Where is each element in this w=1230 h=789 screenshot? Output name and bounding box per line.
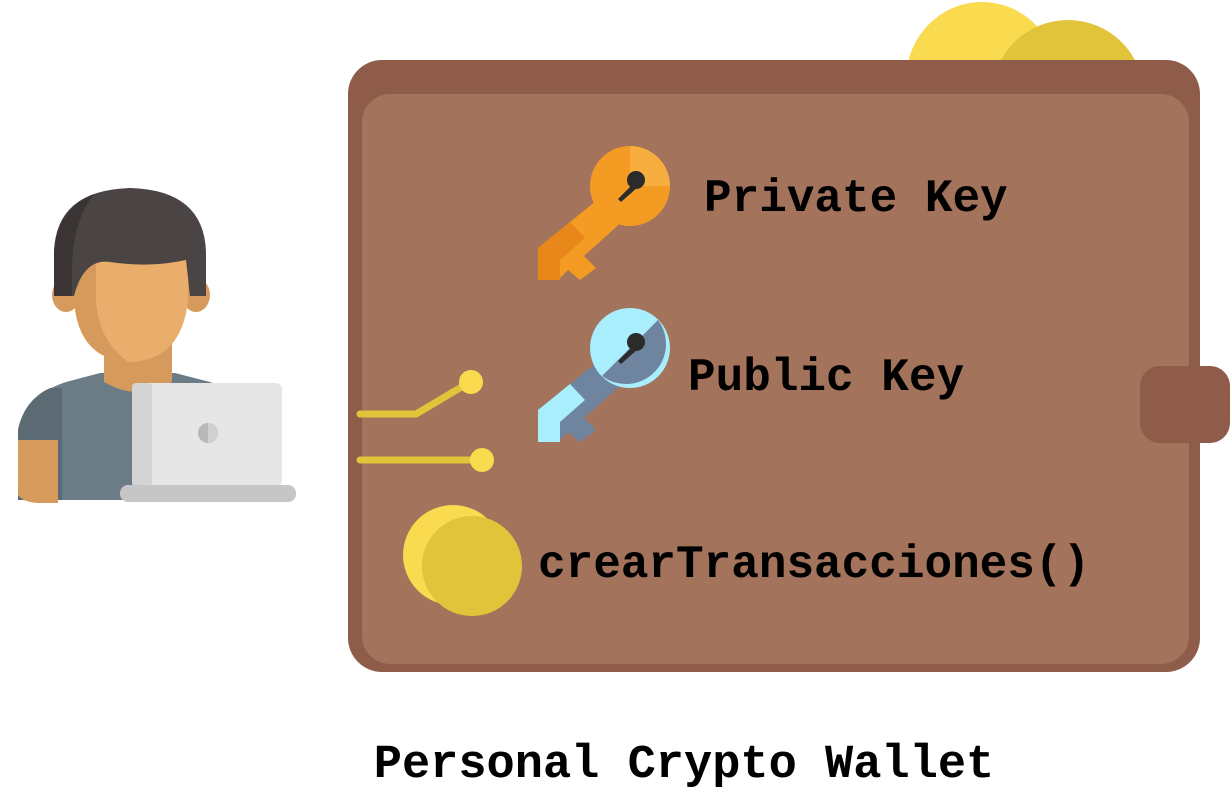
public-key-label: Public Key (688, 352, 964, 404)
method-label: crearTransacciones() (538, 539, 1090, 591)
wallet-clasp (1140, 366, 1230, 443)
public-key-icon (538, 308, 670, 442)
coin-icon (403, 505, 522, 616)
circuit-lines-icon (356, 370, 494, 472)
private-key-label: Private Key (704, 173, 1008, 225)
private-key-icon (538, 146, 670, 280)
user-with-laptop-icon (18, 188, 296, 503)
wallet-caption: Personal Crypto Wallet (374, 739, 995, 789)
